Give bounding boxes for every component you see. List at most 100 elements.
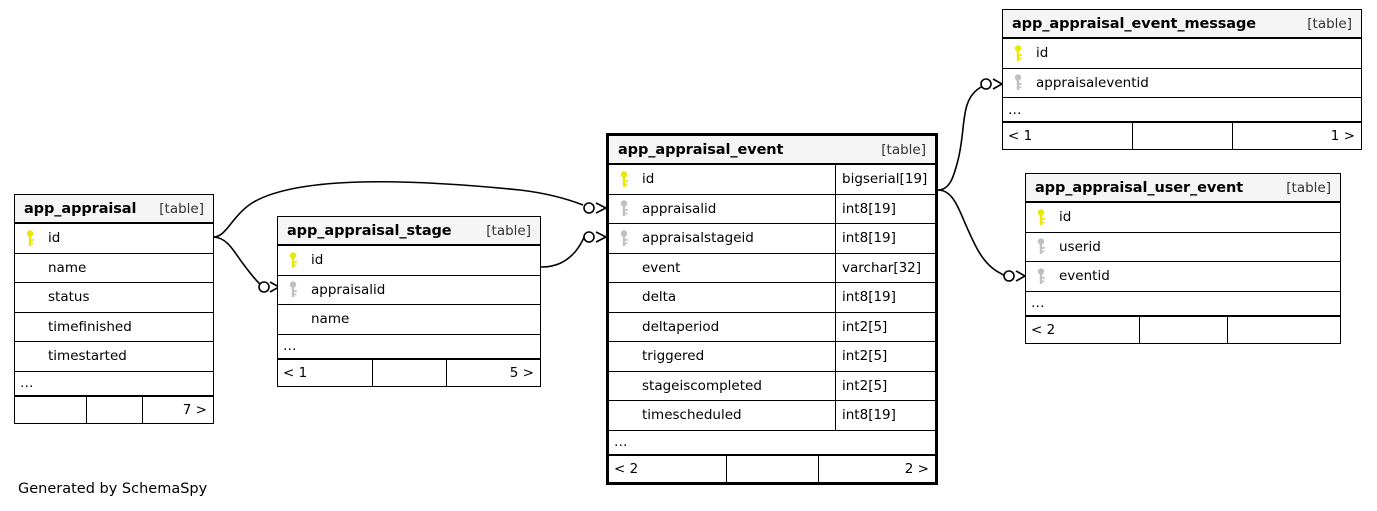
table-app_appraisal_stage[interactable]: app_appraisal_stage [table] id appraisalid n… (277, 216, 541, 387)
column-name: deltaperiod (642, 318, 720, 335)
column-name-cell: status (15, 283, 213, 312)
column-name: name (311, 311, 350, 328)
table-type-tag: [table] (881, 141, 926, 158)
column-name-cell: appraisalid (278, 276, 540, 305)
table-header-app_appraisal_stage: app_appraisal_stage [table] (278, 217, 540, 246)
column-row[interactable]: id (15, 224, 213, 254)
footer-outgoing-count: 2 > (817, 455, 935, 482)
table-title: app_appraisal_event_message (1012, 15, 1257, 32)
column-row[interactable]: id (1003, 39, 1361, 69)
column-row[interactable]: status (15, 283, 213, 313)
primary-key-icon (285, 252, 311, 269)
footer-middle (1139, 316, 1227, 343)
primary-key-icon (616, 171, 642, 188)
column-name-cell: name (15, 254, 213, 283)
column-row[interactable]: name (15, 254, 213, 283)
column-name: delta (642, 289, 677, 306)
table-title: app_appraisal_stage (287, 222, 452, 239)
column-name-cell: id (15, 224, 213, 253)
column-name-cell: stageiscompleted (609, 372, 835, 401)
column-type: int8[19] (842, 230, 896, 247)
footer-middle (372, 359, 445, 386)
column-name-cell: id (1003, 39, 1361, 68)
table-title: app_appraisal_user_event (1035, 179, 1244, 196)
column-name-cell: delta (609, 283, 835, 312)
column-name: id (311, 252, 324, 269)
column-row[interactable]: eventid (1026, 262, 1340, 292)
column-type-cell: int8[19] (835, 283, 935, 312)
column-row[interactable]: id (1026, 203, 1340, 233)
column-name-cell: deltaperiod (609, 313, 835, 342)
table-type-tag: [table] (159, 200, 204, 217)
column-row[interactable]: delta int8[19] (609, 283, 935, 313)
footer-outgoing-count: 1 > (1232, 123, 1361, 149)
more-columns-row[interactable]: … (278, 335, 540, 360)
column-row[interactable]: appraisalstageid int8[19] (609, 224, 935, 254)
column-name: id (1059, 209, 1072, 226)
foreign-key-icon (1033, 268, 1059, 285)
footer-incoming-count (15, 397, 86, 423)
column-name: appraisalid (311, 281, 386, 298)
table-header-app_appraisal_event_message: app_appraisal_event_message[table] (1003, 10, 1361, 39)
table-type-tag: [table] (486, 222, 531, 239)
primary-key-icon (22, 230, 48, 247)
column-name: id (1036, 45, 1049, 62)
more-columns-row[interactable]: … (15, 372, 213, 397)
footer-incoming-count: < 2 (1031, 321, 1056, 338)
column-name-cell: timestarted (15, 342, 213, 371)
table-app_appraisal_event_message[interactable]: app_appraisal_event_message[table]id appr… (1002, 9, 1362, 150)
column-name: status (48, 289, 90, 306)
footer-outgoing-count (1226, 316, 1340, 343)
column-row[interactable]: timestarted (15, 342, 213, 372)
column-name-cell: id (278, 246, 540, 275)
column-name-cell: appraisalstageid (609, 224, 835, 253)
edge-stage-to-event (540, 234, 586, 268)
column-row[interactable]: id (278, 246, 540, 276)
table-title: app_appraisal (24, 200, 137, 217)
ellipsis-label: … (614, 434, 628, 450)
column-row[interactable]: name (278, 305, 540, 335)
column-name-cell: id (609, 165, 835, 194)
column-row[interactable]: timefinished (15, 313, 213, 342)
column-type-cell: varchar[32] (835, 253, 935, 282)
ellipsis-label: … (1008, 101, 1022, 118)
table-type-tag: [table] (1286, 179, 1331, 196)
footer-middle (86, 396, 141, 423)
column-name-cell: id (1026, 203, 1340, 232)
column-name: appraisaleventid (1036, 74, 1149, 91)
column-name: timescheduled (642, 407, 742, 424)
edge-event-to-message (937, 83, 991, 191)
column-name: stageiscompleted (642, 377, 762, 394)
column-row[interactable]: appraisaleventid (1003, 69, 1361, 98)
footer-outgoing-count: 7 > (141, 396, 213, 423)
primary-key-icon (1033, 209, 1059, 226)
more-columns-row[interactable]: … (609, 431, 935, 456)
more-columns-row[interactable]: … (1003, 98, 1361, 123)
more-columns-row[interactable]: … (1026, 292, 1340, 317)
foreign-key-icon (1033, 238, 1059, 255)
column-row[interactable]: appraisalid (278, 276, 540, 305)
column-name-cell: appraisalid (609, 195, 835, 224)
foreign-key-icon (1010, 74, 1036, 91)
column-name: appraisalid (642, 200, 717, 217)
footer-middle (726, 455, 817, 482)
column-type: varchar[32] (842, 259, 922, 276)
column-type: int2[5] (842, 348, 888, 365)
footer-outgoing-count: 5 > (445, 359, 540, 386)
ellipsis-label: … (1031, 295, 1045, 311)
ellipsis-label: … (283, 338, 297, 354)
column-name-cell: name (278, 305, 540, 334)
ellipsis-label: … (20, 375, 34, 391)
column-row[interactable]: userid (1026, 233, 1340, 262)
table-footer: 7 > (15, 396, 213, 423)
